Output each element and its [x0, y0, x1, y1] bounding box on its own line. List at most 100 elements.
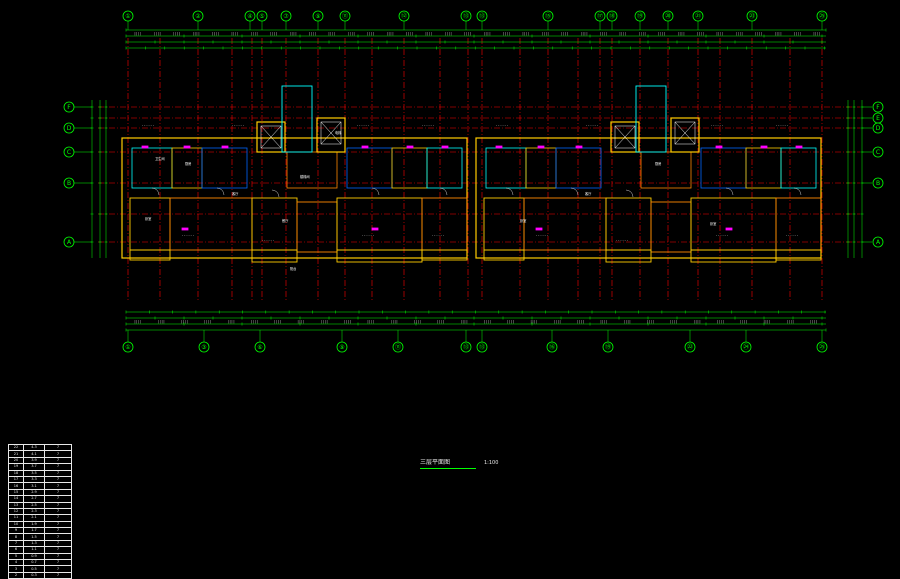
window-tag — [221, 145, 229, 149]
axis-bubble-top: ⑳ — [662, 10, 674, 30]
window-tag — [495, 145, 503, 149]
dimension-value-mark: |||| — [786, 320, 794, 324]
dimension-value-mark: |||| — [386, 32, 394, 36]
axis-bubble-top: ⑤ — [256, 10, 268, 30]
axis-bubble-label: ㉒ — [687, 343, 693, 351]
dimension-value-mark: |||| — [740, 320, 748, 324]
legend-cell: 7 — [44, 443, 72, 452]
dimension-value-mark: |||| — [231, 32, 239, 36]
axis-bubble-left: B — [63, 177, 92, 189]
axis-bubble-circle — [198, 341, 210, 353]
axis-bubble-circle — [392, 341, 404, 353]
annotation-label: - - - - - - — [536, 233, 548, 237]
legend-cell: 7 — [44, 482, 72, 490]
dimension-value-mark: |||| — [813, 32, 821, 36]
legend-cell: 7 — [44, 450, 72, 458]
room-bathroom — [171, 147, 203, 189]
annotation-label: - - - - - - — [262, 238, 274, 242]
room-stair — [296, 201, 338, 253]
dimension-value-mark: |||| — [553, 320, 561, 324]
dimension-value-mark: |||| — [755, 32, 763, 36]
window-tag — [141, 145, 149, 149]
axis-bubble-circle — [336, 341, 348, 353]
axis-bubble-top: ⑬ — [476, 10, 488, 30]
dimension-value-mark: |||| — [484, 320, 492, 324]
dimension-value-mark: |||| — [522, 32, 530, 36]
annotation-label: - - - - - - — [586, 123, 598, 127]
axis-bubble-circle — [254, 341, 266, 353]
dimension-value-mark: |||| — [270, 32, 278, 36]
dimension-value-mark: |||| — [483, 32, 491, 36]
window-tag — [535, 227, 543, 231]
window-tag — [441, 145, 449, 149]
room-label: 厨房 — [655, 161, 661, 166]
door-swing — [216, 187, 225, 196]
axis-bubble-right: D — [862, 122, 884, 134]
room-label: 厨房 — [185, 161, 191, 166]
axis-bubble-circle — [476, 341, 488, 353]
window-tag — [406, 145, 414, 149]
balcony — [336, 249, 423, 263]
elevator-car — [260, 125, 282, 149]
balcony — [251, 249, 298, 263]
axis-bubble-label: A — [67, 239, 72, 246]
annotation-label: - - - - - - — [357, 123, 369, 127]
axis-bubble-circle — [546, 341, 558, 353]
balcony — [605, 249, 652, 263]
axis-bubble-circle — [460, 341, 472, 353]
axis-bubble-top: ⑨ — [312, 10, 324, 30]
dimension-value-mark: |||| — [157, 320, 165, 324]
axis-bubble-label: C — [876, 149, 880, 156]
dimension-value-mark: |||| — [763, 320, 771, 324]
axis-bubble-label: F — [67, 104, 71, 111]
axis-bubble-top: ② — [192, 10, 204, 30]
dimension-value-mark: |||| — [600, 320, 608, 324]
window-tag — [371, 227, 379, 231]
window-tag — [361, 145, 369, 149]
axis-bubble-top: ㉕ — [816, 10, 828, 30]
dimension-value-mark: |||| — [638, 32, 646, 36]
dimension-value-mark: |||| — [250, 32, 258, 36]
annotation-label: - - - - - - — [786, 233, 798, 237]
room-stair-core — [640, 151, 692, 189]
annotation-label: - - - - - - — [776, 123, 788, 127]
axis-bubble-bottom: ㉔ — [740, 330, 752, 353]
dimension-value-mark: |||| — [444, 32, 452, 36]
window-tag — [725, 227, 733, 231]
balcony — [129, 249, 171, 261]
legend-cell: 7 — [44, 501, 72, 509]
axis-bubble-label: ㉕ — [819, 343, 825, 351]
axis-bubble-label: ⑪ — [395, 343, 401, 351]
dimension-value-mark: |||| — [507, 320, 515, 324]
dimension-value-mark: |||| — [344, 320, 352, 324]
axis-bubble-bottom: ⑯ — [546, 330, 558, 353]
dimension-value-mark: |||| — [134, 320, 142, 324]
axis-bubble-label: ⑮ — [545, 12, 551, 20]
axis-bubble-circle — [872, 101, 884, 113]
dimension-value-mark: |||| — [212, 32, 220, 36]
drawing-scale: 1:100 — [484, 460, 499, 466]
door-swing — [793, 187, 802, 196]
axis-bubble-label: ⑨ — [315, 13, 320, 20]
elevator-car — [320, 121, 342, 145]
drawing-title-block: 三层平面图 1:100 — [420, 457, 500, 471]
dimension-value-mark: |||| — [658, 32, 666, 36]
axis-grid — [98, 38, 860, 300]
legend-cell: 7 — [44, 456, 72, 465]
annotation-label: - - - - - - — [182, 233, 194, 237]
legend-cell: 2 — [8, 571, 24, 579]
balcony — [483, 249, 525, 261]
axis-bubble-top: ⑲ — [634, 10, 646, 30]
axis-bubble-top: ㉑ — [692, 10, 704, 30]
dimension-value-mark: |||| — [309, 32, 317, 36]
axis-bubble-label: ⑬ — [463, 12, 469, 20]
axis-bubble-label: ⑯ — [549, 343, 555, 351]
elevator-cross — [320, 121, 342, 145]
legend-cell: 7 — [44, 463, 72, 471]
axis-bubble-circle — [872, 236, 884, 248]
dimension-value-mark: |||| — [192, 32, 200, 36]
dimension-value-mark: |||| — [134, 32, 142, 36]
room-stair — [650, 201, 692, 253]
